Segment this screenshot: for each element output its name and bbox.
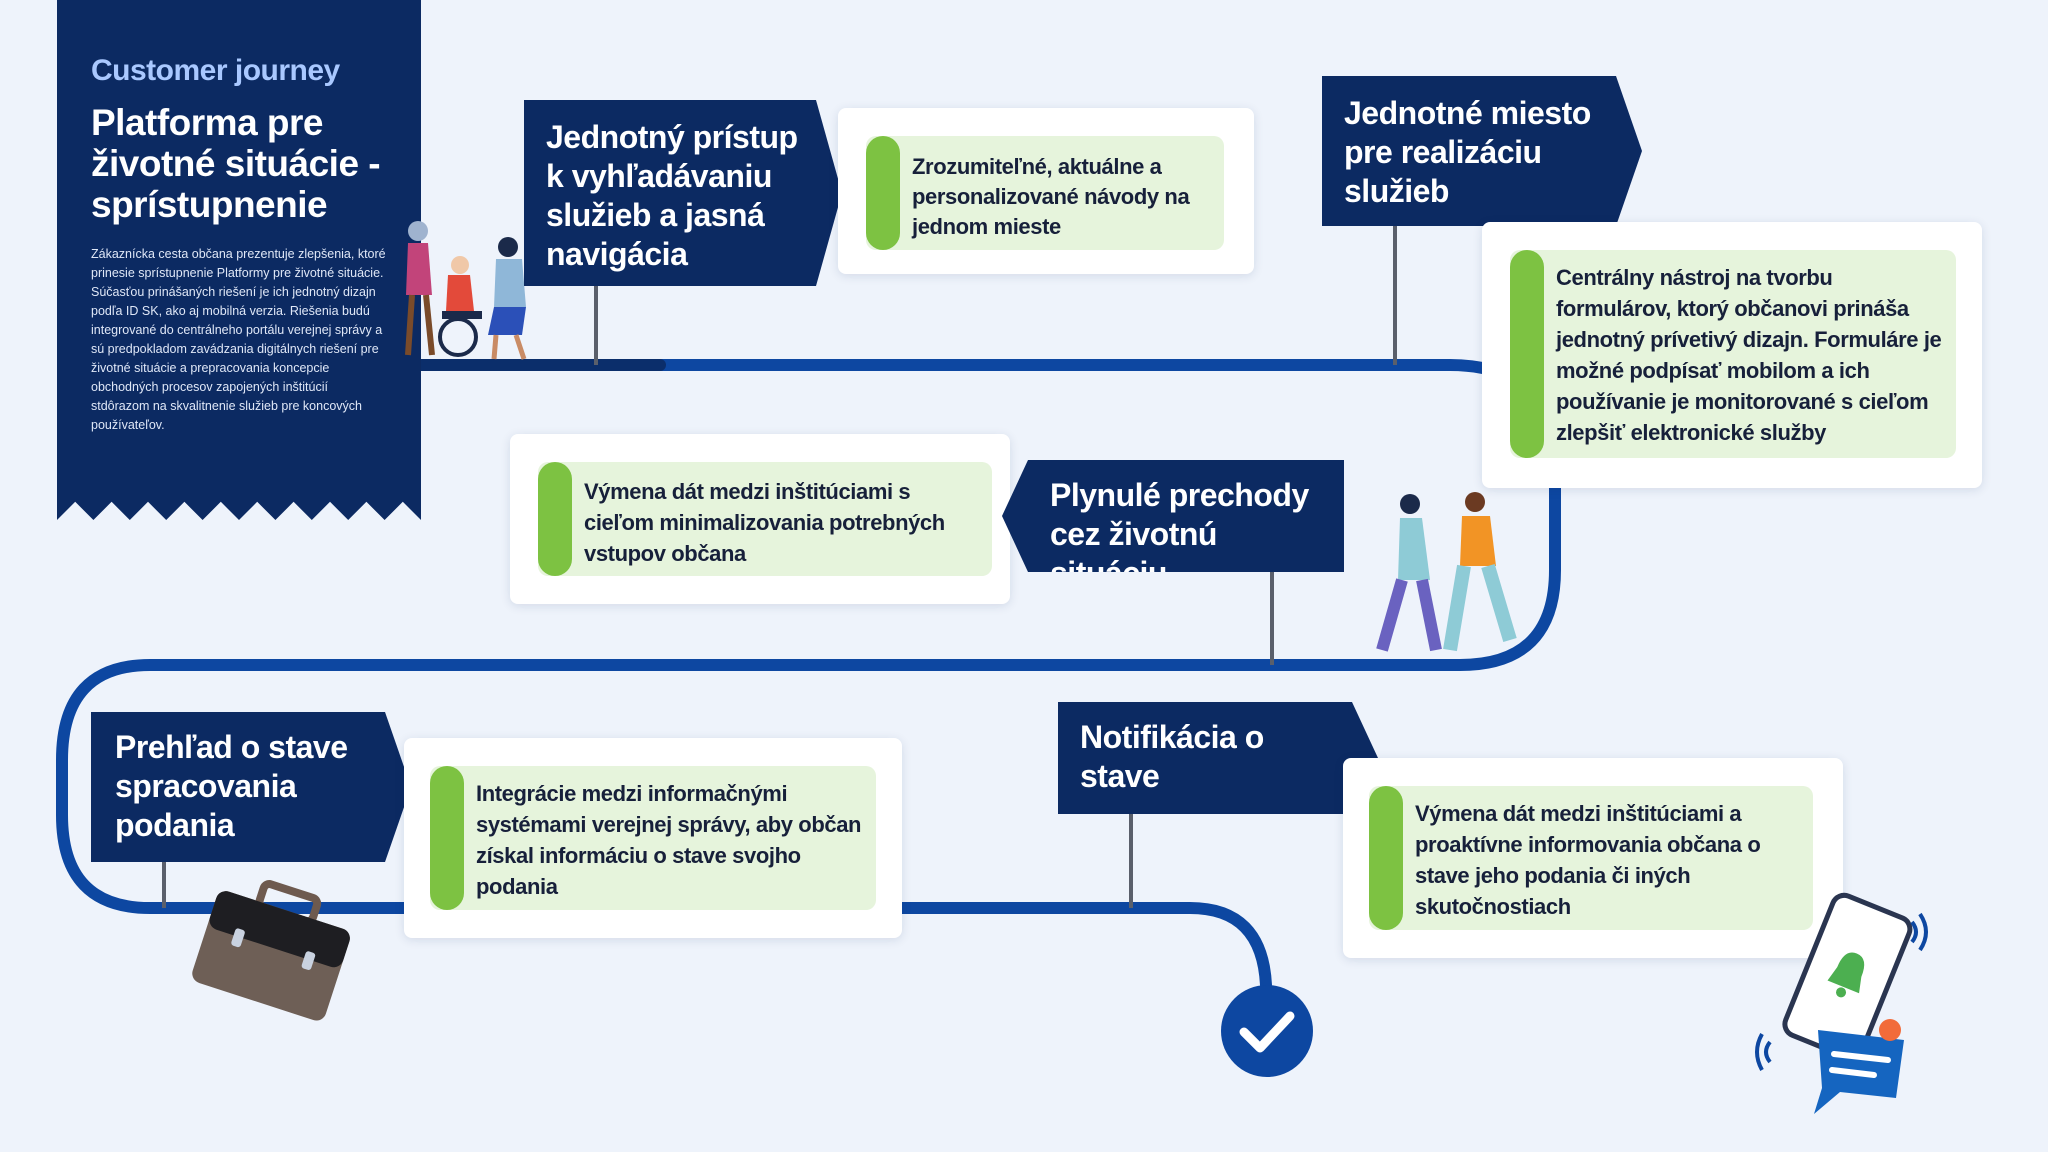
step5-card: Výmena dát medzi inštitúciami a proaktív…	[1343, 758, 1843, 958]
step1-pole	[594, 285, 598, 365]
step1-card: Zrozumiteľné, aktuálne a personalizované…	[838, 108, 1254, 274]
step3-card: Výmena dát medzi inštitúciami s cieľom m…	[510, 434, 1010, 604]
page-title: Platforma pre životné situácie - sprístu…	[91, 102, 381, 225]
walking-people-illustration	[1376, 492, 1517, 652]
step1-label: Jednotný prístup k vyhľadávaniu služieb …	[524, 100, 842, 286]
step1-detail: Zrozumiteľné, aktuálne a personalizované…	[912, 154, 1190, 239]
step5-detail: Výmena dát medzi inštitúciami a proaktív…	[1415, 801, 1761, 919]
step2-label: Jednotné miesto pre realizáciu služieb	[1322, 76, 1642, 226]
step4-card: Integrácie medzi informačnými systémami …	[404, 738, 902, 938]
step2-title: Jednotné miesto pre realizáciu služieb	[1344, 95, 1591, 209]
step4-pole	[162, 860, 166, 908]
step4-detail: Integrácie medzi informačnými systémami …	[476, 781, 862, 899]
step3-detail: Výmena dát medzi inštitúciami s cieľom m…	[584, 479, 945, 566]
step4-title: Prehľad o stave spracovania podania	[115, 729, 348, 843]
step3-label: Plynulé prechody cez životnú situáciu	[1002, 460, 1344, 572]
intro-banner: Customer journey Platforma pre životné s…	[57, 0, 421, 520]
step2-detail: Centrálny nástroj na tvorbu formulárov, …	[1556, 265, 1942, 445]
step2-pole	[1393, 220, 1397, 365]
step1-title: Jednotný prístup k vyhľadávaniu služieb …	[546, 119, 798, 272]
people-wheelchair-illustration	[405, 221, 527, 360]
step2-card: Centrálny nástroj na tvorbu formulárov, …	[1482, 222, 1982, 488]
briefcase-icon	[192, 880, 350, 1021]
step4-label: Prehľad o stave spracovania podania	[91, 712, 411, 862]
step5-pole	[1129, 812, 1133, 908]
step5-title: Notifikácia o stave	[1080, 719, 1264, 794]
step3-pole	[1270, 570, 1274, 665]
step5-label: Notifikácia o stave	[1058, 702, 1378, 814]
checkmark-icon	[1221, 985, 1313, 1077]
eyebrow-label: Customer journey	[91, 54, 340, 87]
chat-bubble-icon	[1814, 1019, 1904, 1114]
intro-description: Zákaznícka cesta občana prezentuje zlepš…	[91, 247, 386, 432]
step3-title: Plynulé prechody cez životnú situáciu	[1050, 477, 1309, 572]
